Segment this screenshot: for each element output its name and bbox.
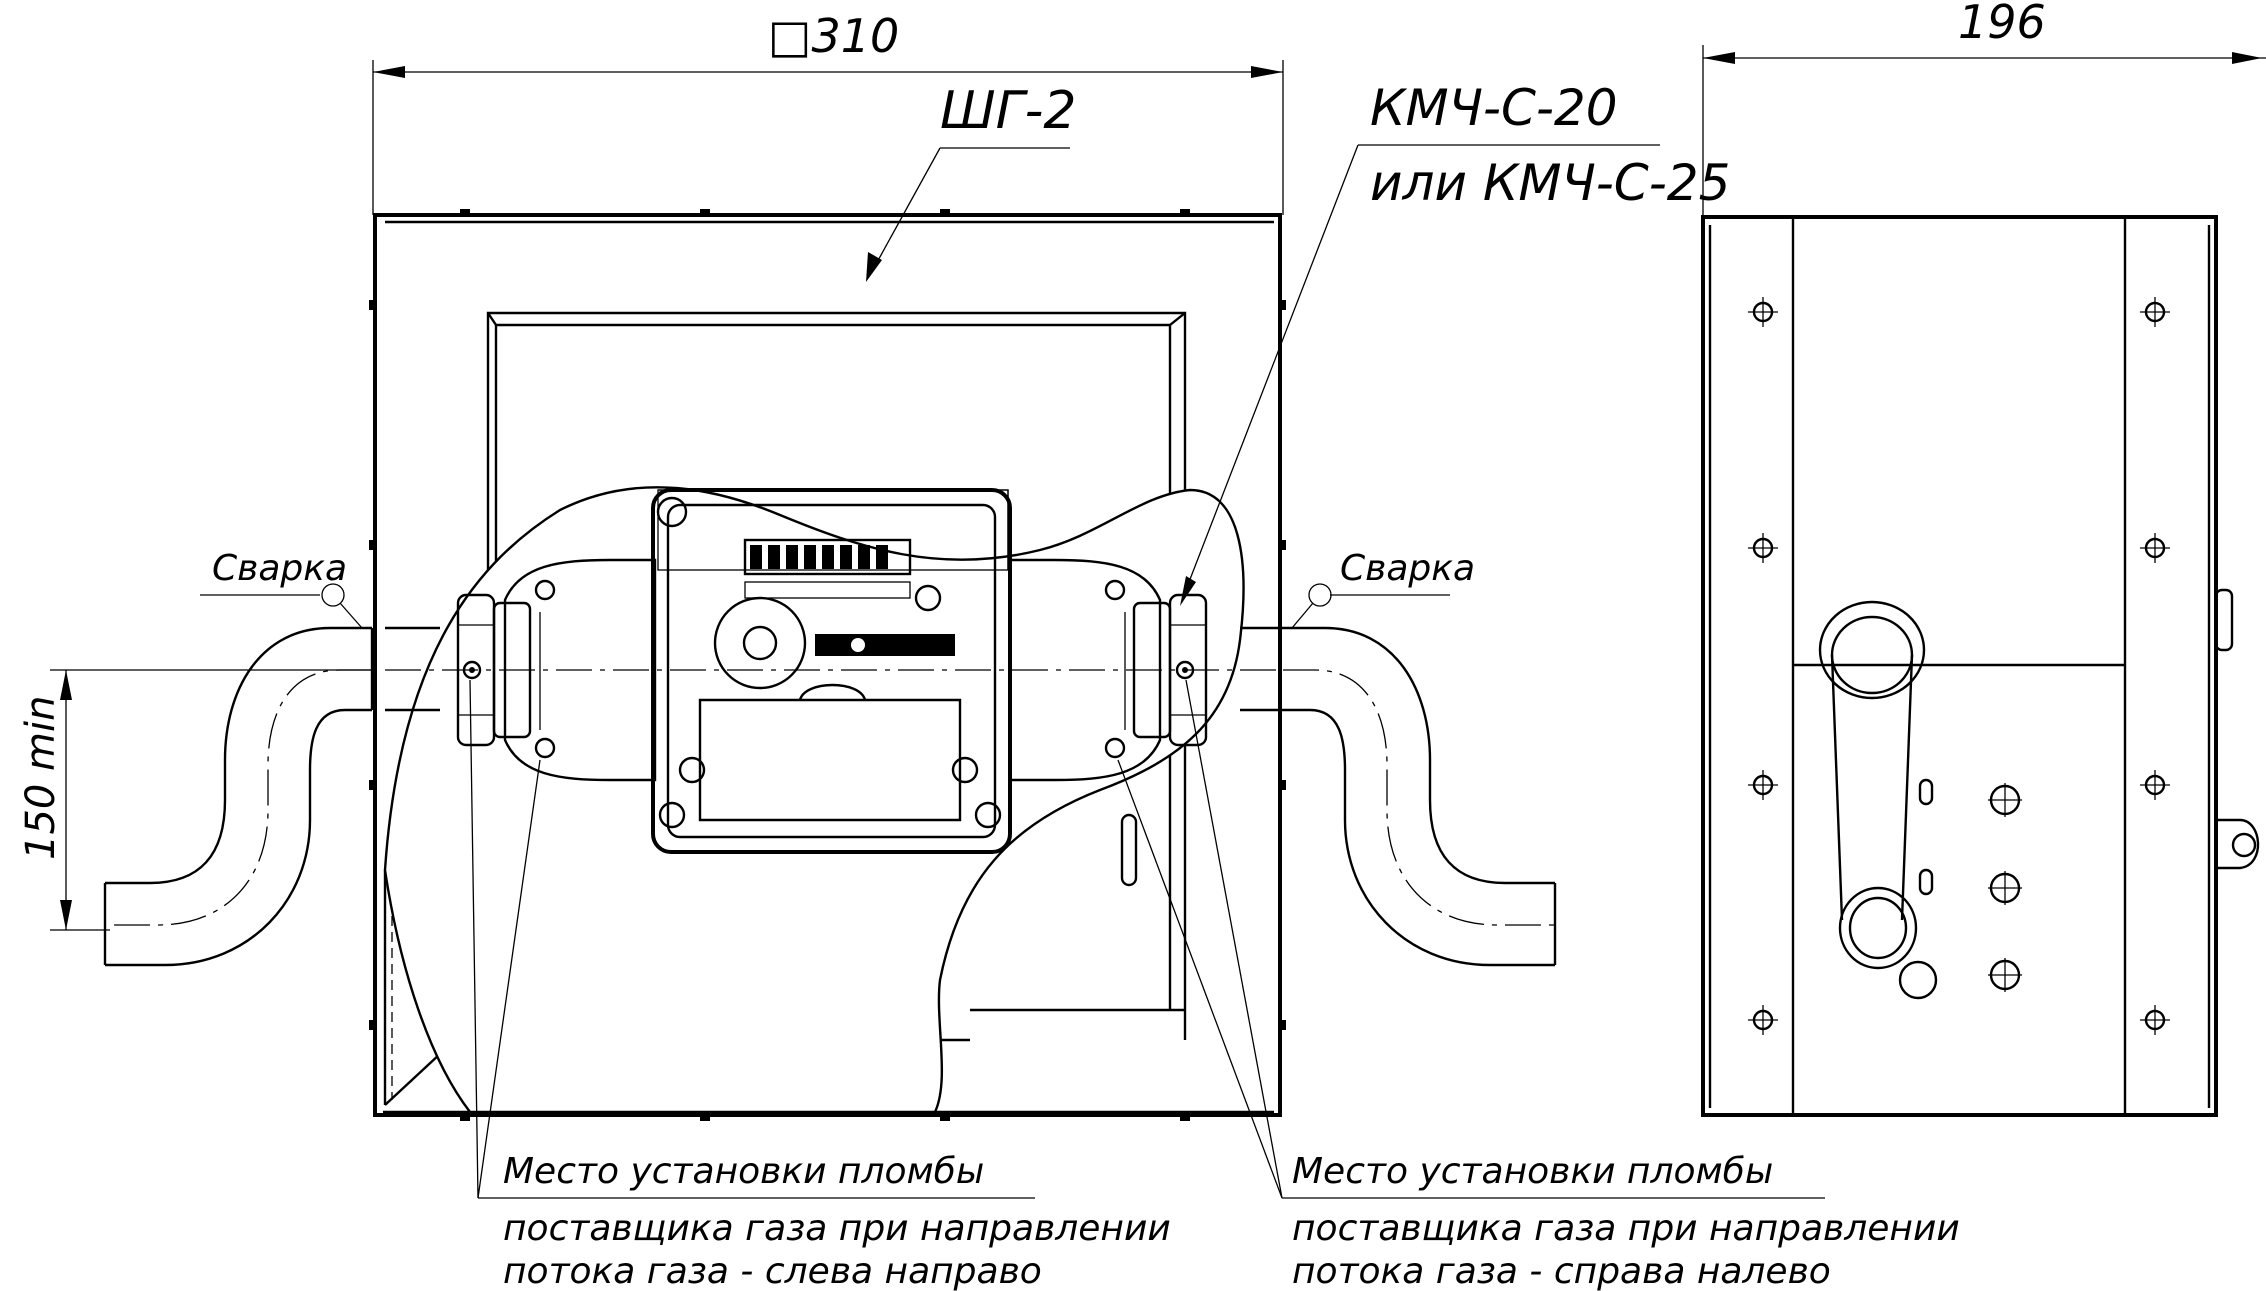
- cutaway-view: [383, 486, 1283, 1114]
- width-dimension-label: □310: [768, 9, 899, 63]
- seal-note-left-line2: поставщика газа при направлении: [503, 1208, 1171, 1249]
- weld-label-right: Сварка: [1340, 548, 1475, 589]
- valve-callout: КМЧ-С-20 или КМЧ-С-25: [1180, 79, 1730, 606]
- cabinet-label: ШГ-2: [940, 81, 1076, 141]
- seal-note-right-line1: Место установки пломбы: [1292, 1151, 1773, 1192]
- seal-note-left-line3: потока газа - слева направо: [503, 1251, 1042, 1291]
- weld-callout-left: Сварка: [200, 548, 363, 629]
- seal-note-left: Место установки пломбы поставщика газа п…: [469, 679, 1171, 1291]
- gas-meter: [503, 488, 1162, 854]
- side-screws: [1748, 297, 2170, 1035]
- cabinet-side-view: [1701, 215, 2260, 1117]
- seal-note-right-line3: потока газа - справа налево: [1292, 1251, 1831, 1291]
- seal-note-right-line2: поставщика газа при направлении: [1292, 1208, 1960, 1249]
- valve-label-line1: КМЧ-С-20: [1370, 79, 1618, 137]
- valve-right: [1132, 593, 1208, 747]
- cabinet-callout: ШГ-2: [866, 81, 1076, 282]
- height-dimension: 150 min: [18, 669, 372, 931]
- weld-callout-right: Сварка: [1291, 548, 1475, 629]
- seal-note-left-line1: Место установки пломбы: [503, 1151, 984, 1192]
- width-dimension: □310: [372, 9, 1284, 215]
- inlet-pipe: [103, 626, 374, 967]
- valve-left: [456, 593, 532, 747]
- depth-dimension: 196: [1702, 0, 2266, 215]
- valve-label-line2: или КМЧ-С-25: [1370, 154, 1730, 212]
- weld-label-left: Сварка: [212, 548, 347, 589]
- outlet-pipe: [1283, 626, 1557, 967]
- height-dimension-label: 150 min: [18, 696, 64, 861]
- depth-dimension-label: 196: [1958, 0, 2046, 49]
- seal-note-right: Место установки пломбы поставщика газа п…: [1117, 679, 1960, 1291]
